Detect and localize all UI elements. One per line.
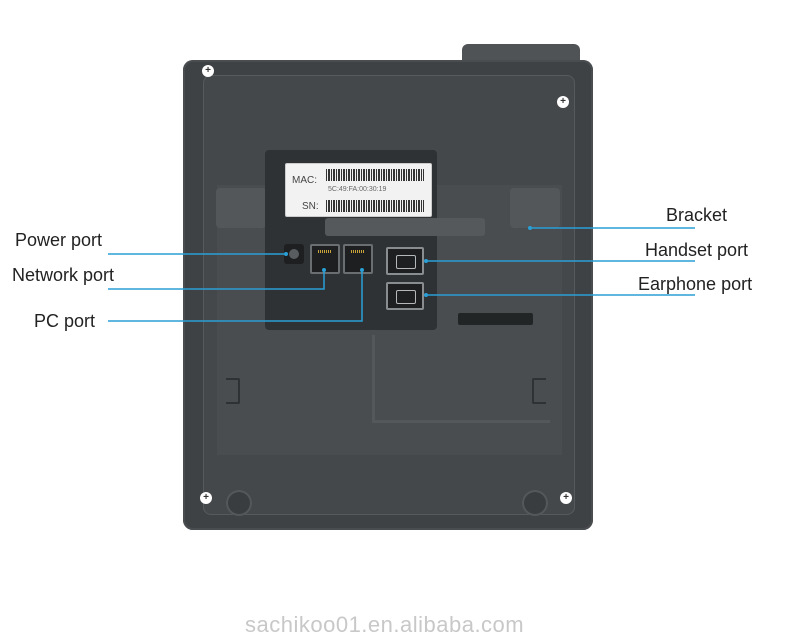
network-port-leader-endpoint	[322, 268, 326, 272]
bracket-bar	[325, 218, 485, 236]
earphone-port-label: Earphone port	[638, 274, 753, 294]
mac-sticker: MAC: 5C:49:FA:00:30:19 SN:	[285, 163, 432, 217]
left-bracket-arm	[216, 188, 266, 228]
mac-barcode	[326, 169, 424, 181]
sn-label: SN:	[302, 201, 319, 212]
handset-port-jack	[386, 247, 424, 275]
handset-port-leader-endpoint	[424, 259, 428, 263]
screw-icon: +	[560, 492, 572, 504]
network-port-label: Network port	[12, 265, 115, 285]
earphone-port-jack	[386, 282, 424, 310]
bracket-label: Bracket	[666, 205, 728, 225]
pc-port-leader-endpoint	[360, 268, 364, 272]
pc-port-jack	[343, 244, 373, 274]
rubber-foot	[522, 490, 548, 516]
pc-port-label: PC port	[34, 311, 96, 331]
earphone-port-leader-endpoint	[424, 293, 428, 297]
wall-mount-notch-left	[226, 378, 240, 404]
handset-port-label: Handset port	[645, 240, 749, 260]
sn-barcode	[326, 200, 424, 212]
power-jack	[284, 244, 304, 264]
mac-value: 5C:49:FA:00:30:19	[328, 186, 387, 193]
screw-icon: +	[200, 492, 212, 504]
power-port-leader-endpoint	[284, 252, 288, 256]
bracket-leader-endpoint	[528, 226, 532, 230]
vent-slot	[458, 313, 533, 325]
power-port-label: Power port	[15, 230, 103, 250]
pc-port-leader	[108, 270, 363, 322]
screw-icon: +	[557, 96, 569, 108]
network-port-leader	[108, 270, 325, 290]
screw-icon: +	[202, 65, 214, 77]
rubber-foot	[226, 490, 252, 516]
cable-channel	[372, 335, 550, 423]
right-bracket-arm	[510, 188, 560, 228]
mac-label: MAC:	[292, 175, 317, 186]
watermark: sachikoo01.en.alibaba.com	[245, 612, 525, 637]
